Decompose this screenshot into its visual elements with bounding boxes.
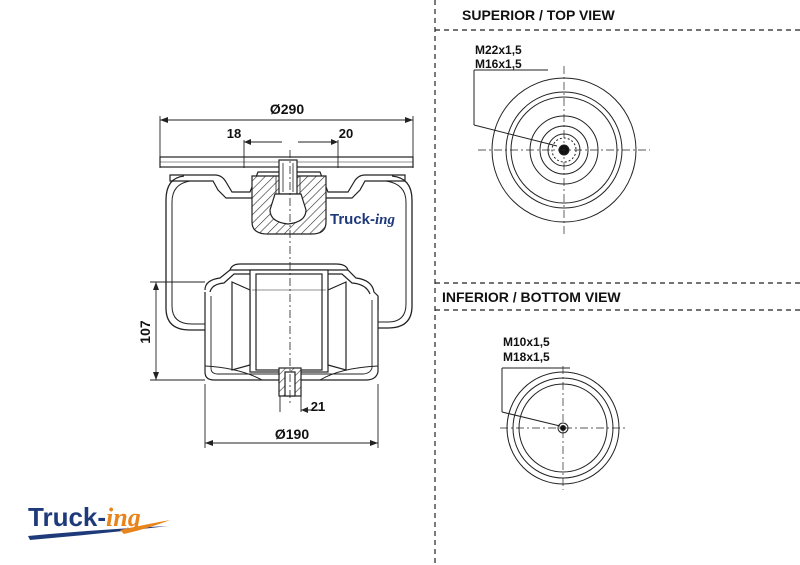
top-thread-2: M16x1,5 <box>475 57 522 71</box>
dim-left-offset: 18 <box>227 126 241 141</box>
dim-height: 107 <box>137 320 153 344</box>
top-view-drawing <box>473 66 650 234</box>
drawing-watermark: Truck-ing <box>330 211 396 228</box>
bottom-view-drawing <box>500 366 626 490</box>
dim-bottom-offset: 21 <box>311 399 325 414</box>
top-thread-1: M22x1,5 <box>475 43 522 57</box>
dim-right-offset: 20 <box>339 126 353 141</box>
dimension-lines <box>150 116 414 448</box>
bottom-view-title: INFERIOR / BOTTOM VIEW <box>442 289 621 305</box>
view-dividers <box>434 0 800 565</box>
truck-ing-logo: Truck-ing <box>28 502 170 540</box>
dim-bottom-diameter: Ø190 <box>275 426 309 442</box>
bellow-outer <box>165 175 205 331</box>
top-view-title: SUPERIOR / TOP VIEW <box>462 7 616 23</box>
dim-top-diameter: Ø290 <box>270 101 304 117</box>
bottom-thread-2: M18x1,5 <box>503 350 550 364</box>
svg-text:Truck-ing: Truck-ing <box>28 502 141 532</box>
bottom-thread-1: M10x1,5 <box>503 335 550 349</box>
side-section-view <box>159 150 414 404</box>
